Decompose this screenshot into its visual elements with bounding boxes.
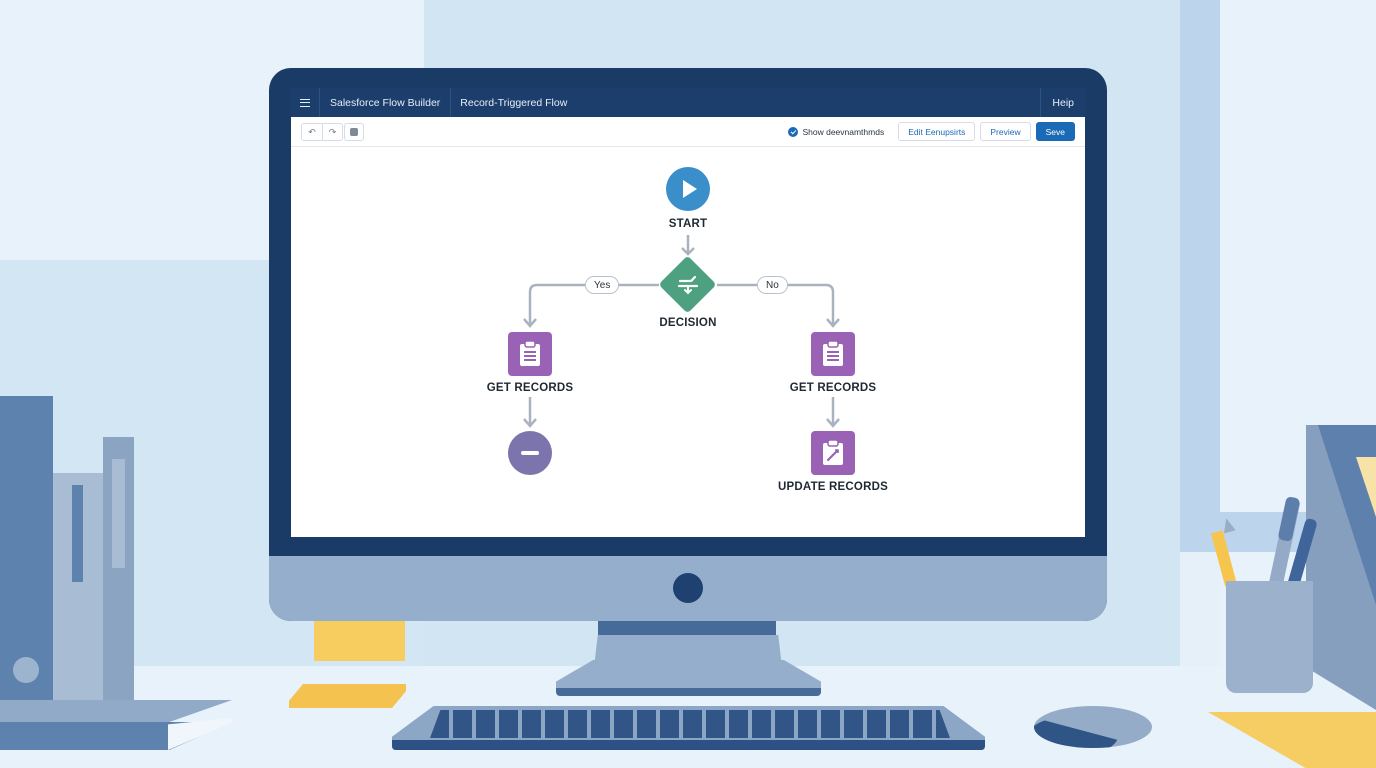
get-records-node-left[interactable] [508,332,552,376]
toolbar: ↶ ↷ Show deevnamthmds Edit Eenupsirts Pr… [291,117,1085,147]
binder-ring [13,657,39,683]
book-spine-label [112,459,125,568]
end-node[interactable] [508,431,552,475]
screen: Salesforce Flow Builder Record-Triggered… [291,88,1085,537]
no-branch-label[interactable]: No [757,276,788,294]
clipboard-list-icon [520,340,540,366]
app-title: Salesforce Flow Builder [320,88,452,117]
monitor-stand-base-edge [556,688,821,696]
toggle-label: Show deevnamthmds [802,126,885,137]
flow-connectors [523,235,840,428]
undo-button[interactable]: ↶ [302,124,322,140]
pen-cup [1226,581,1313,693]
save-button[interactable]: Seve [1035,122,1075,141]
monitor: Salesforce Flow Builder Record-Triggered… [269,68,1107,621]
get-records-label-left: GET RECORDS [486,382,574,394]
start-node[interactable] [666,167,710,211]
clipboard-list-icon [823,340,843,366]
decision-label: DECISION [659,317,717,329]
canvas-settings-button[interactable] [344,123,364,141]
edit-properties-button[interactable]: Edit Eenupsirts [898,122,976,141]
flow-canvas: START DECISION Yes No GE [291,147,1085,537]
grid-icon [350,128,358,136]
help-button[interactable]: Heip [1040,88,1085,117]
show-details-toggle[interactable]: Show deevnamthmds [788,126,885,137]
sticky-note-pad [289,684,406,708]
toolbar-actions: Show deevnamthmds Edit Eenupsirts Previe… [788,122,1075,141]
monitor-logo [673,573,703,603]
computer-mouse [1034,706,1152,748]
flat-book [0,700,232,722]
monitor-stand-neck [598,621,776,635]
preview-button[interactable]: Preview [980,122,1031,141]
undo-redo-group: ↶ ↷ [301,123,343,141]
yes-branch-label[interactable]: Yes [585,276,620,294]
book-spine-label [72,485,83,582]
keyboard-keys [430,710,950,738]
keyboard-edge [392,740,985,750]
flow-type-label: Record-Triggered Flow [460,96,568,109]
app-header: Salesforce Flow Builder Record-Triggered… [291,88,1085,117]
get-records-label-right: GET RECORDS [789,382,877,394]
menu-button[interactable] [291,88,320,117]
monitor-stand-base [556,660,821,690]
hamburger-icon [300,98,310,107]
update-records-label: UPDATE RECORDS [778,481,888,493]
checkbox-checked-icon [788,126,799,137]
update-records-node[interactable] [811,431,855,475]
binder-book [0,396,53,702]
clipboard-edit-icon [823,439,843,465]
start-label: START [668,218,708,230]
redo-button[interactable]: ↷ [322,124,342,140]
window-frame-band [1180,0,1220,552]
get-records-node-right[interactable] [811,332,855,376]
decision-icon [677,275,699,295]
redo-icon: ↷ [328,126,337,137]
undo-icon: ↶ [308,126,316,137]
